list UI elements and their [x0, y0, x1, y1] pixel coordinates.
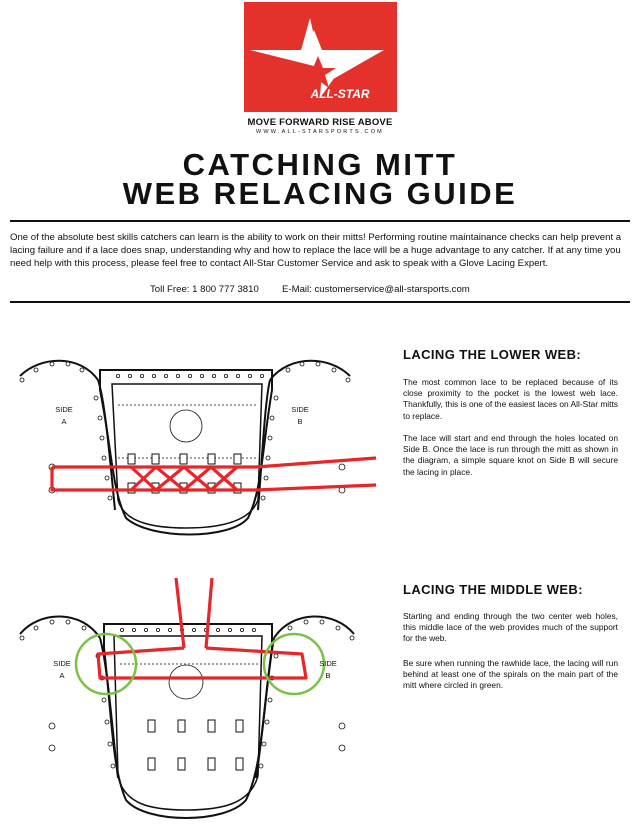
brand-wordmark: ALL-STAR [309, 87, 369, 101]
lower-web-paragraph-1: The most common lace to be replaced beca… [403, 377, 618, 421]
side-a-label: SIDE [55, 405, 73, 414]
star-logo-icon: ALL-STAR [250, 18, 384, 101]
brand-logo: ALL-STAR [244, 2, 397, 112]
side-a-letter: A [59, 671, 64, 680]
side-a-letter: A [61, 417, 66, 426]
side-b-letter: B [297, 417, 302, 426]
green-highlight-left [74, 632, 138, 696]
section-heading-middle-web: LACING THE MIDDLE WEB: [403, 582, 583, 597]
section-heading-lower-web: LACING THE LOWER WEB: [403, 347, 582, 362]
lower-web-diagram: SIDE A SIDE B [19, 359, 377, 536]
page-title-line2: WEB RELACING GUIDE [122, 176, 518, 211]
side-b-label: SIDE [291, 405, 309, 414]
side-b-letter: B [325, 671, 330, 680]
intro-paragraph: One of the absolute best skills catchers… [10, 232, 622, 270]
page-title-line1: CATCHING MITT [182, 147, 458, 182]
middle-web-paragraph-2: Be sure when running the rawhide lace, t… [403, 658, 618, 691]
toll-free-number: Toll Free: 1 800 777 3810 [150, 284, 259, 295]
brand-website: WWW.ALL-STARSPORTS.COM [256, 129, 384, 135]
contact-email: E-Mail: customerservice@all-starsports.c… [282, 284, 470, 295]
divider-top [10, 220, 630, 222]
green-highlight-right [262, 632, 326, 696]
divider-bottom [10, 301, 630, 303]
brand-tagline: MOVE FORWARD RISE ABOVE [247, 117, 393, 128]
side-a-label: SIDE [53, 659, 71, 668]
lower-web-paragraph-2: The lace will start and end through the … [403, 433, 618, 477]
middle-web-paragraph-1: Starting and ending through the two cent… [403, 611, 618, 644]
side-b-label: SIDE [319, 659, 337, 668]
middle-web-diagram: SIDE A SIDE B [19, 578, 355, 819]
